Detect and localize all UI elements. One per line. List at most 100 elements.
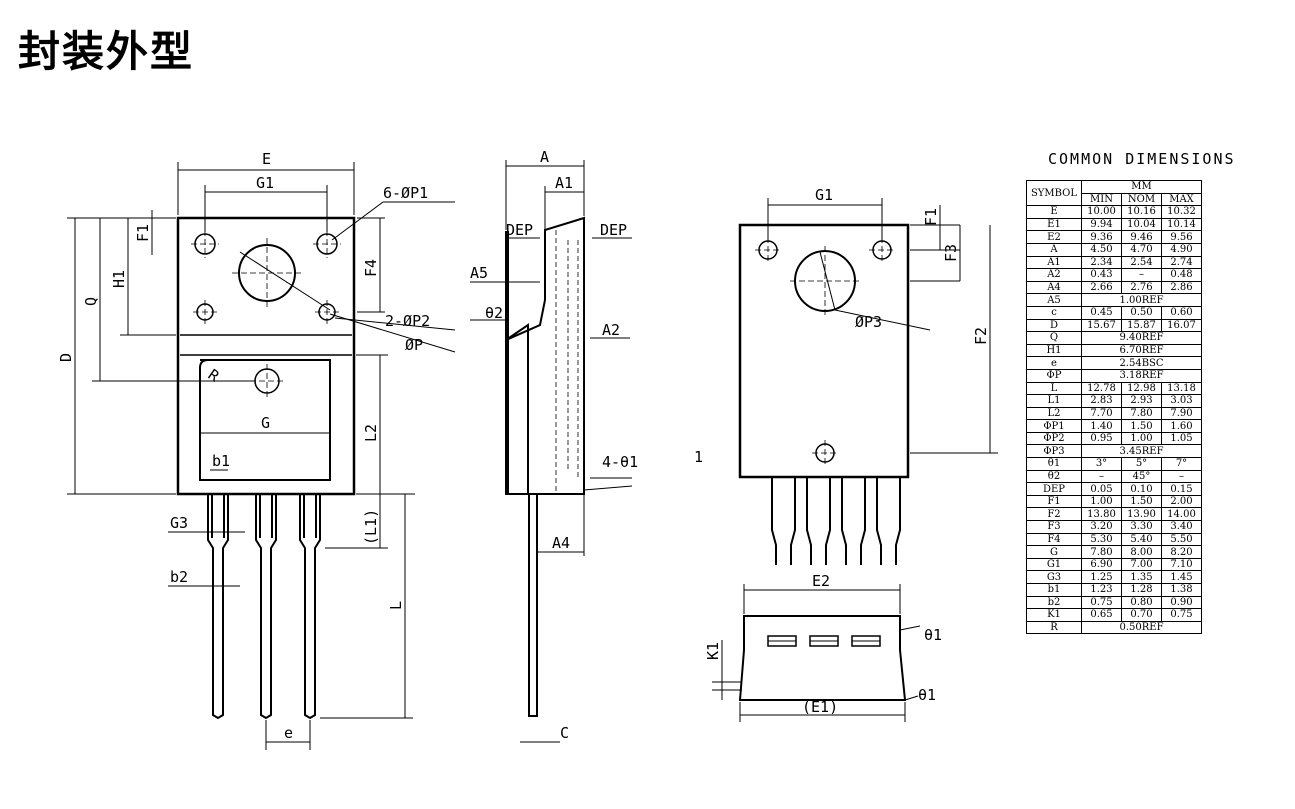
dim-label-D: D <box>57 353 75 362</box>
row-symbol: K1 <box>1026 608 1082 622</box>
dim-label-R: R <box>205 366 224 386</box>
row-symbol: F4 <box>1026 532 1082 547</box>
row-symbol: L1 <box>1026 394 1082 408</box>
row-max-value: 0.60 <box>1161 305 1202 320</box>
row-symbol: A <box>1026 242 1082 257</box>
row-max-value: 2.74 <box>1161 255 1202 270</box>
row-min-value: 0.45 <box>1081 305 1122 320</box>
front-view <box>67 162 456 750</box>
dim-label-L: L <box>387 601 405 610</box>
max-header: MAX <box>1161 192 1202 207</box>
dim-label-A1: A1 <box>555 174 573 192</box>
row-min-value: 0.05 <box>1081 482 1122 496</box>
row-min-value: 9.94 <box>1081 217 1122 232</box>
row-symbol: b2 <box>1026 595 1082 610</box>
row-nom-value: 2.76 <box>1121 280 1162 295</box>
row-nom-value: 10.04 <box>1121 217 1162 232</box>
row-max-value: 13.18 <box>1161 381 1202 396</box>
row-max-value: 3.03 <box>1161 394 1202 408</box>
dimensions-table-title: COMMON DIMENSIONS <box>1048 150 1236 168</box>
row-max-value: 16.07 <box>1161 318 1202 333</box>
dim-label-F1-back: F1 <box>922 208 940 226</box>
row-nom-value: 10.16 <box>1121 205 1162 219</box>
row-nom-value: 0.70 <box>1121 608 1162 622</box>
row-min-value: 1.25 <box>1081 570 1122 584</box>
dim-label-G3: G3 <box>170 514 188 532</box>
row-nom-value: 45° <box>1121 469 1162 484</box>
row-nom-value: – <box>1121 268 1162 282</box>
row-symbol: ΦP <box>1026 368 1082 383</box>
dim-label-F2: F2 <box>972 327 990 345</box>
row-min-value: 5.30 <box>1081 532 1122 547</box>
row-min-value: 0.95 <box>1081 431 1122 446</box>
row-max-value: 0.15 <box>1161 482 1202 496</box>
row-nom-value: 4.70 <box>1121 242 1162 257</box>
row-max-value: 1.38 <box>1161 583 1202 597</box>
row-symbol: G1 <box>1026 557 1082 572</box>
back-view <box>738 198 998 565</box>
row-symbol: F3 <box>1026 520 1082 534</box>
dim-label-F4: F4 <box>362 259 380 277</box>
row-max-value: 1.05 <box>1161 431 1202 446</box>
row-symbol: L2 <box>1026 406 1082 421</box>
row-symbol: R <box>1026 620 1082 635</box>
row-max-value: 7.10 <box>1161 557 1202 572</box>
row-min-value: 13.80 <box>1081 507 1122 522</box>
row-symbol: DEP <box>1026 482 1082 496</box>
dim-label-theta2: θ2 <box>485 304 503 322</box>
row-symbol: E1 <box>1026 217 1082 232</box>
row-max-value: 0.75 <box>1161 608 1202 622</box>
side-view <box>470 160 633 743</box>
dim-label-F1: F1 <box>134 224 152 242</box>
row-max-value: 10.32 <box>1161 205 1202 219</box>
min-header: MIN <box>1081 192 1122 207</box>
row-min-value: 1.40 <box>1081 419 1122 433</box>
row-nom-value: 7.80 <box>1121 406 1162 421</box>
row-min-value: 3.20 <box>1081 520 1122 534</box>
dim-label-P: ØP <box>405 336 423 354</box>
row-max-value: 4.90 <box>1161 242 1202 257</box>
dim-label-A5: A5 <box>470 264 488 282</box>
row-max-value: 8.20 <box>1161 545 1202 559</box>
dim-label-A2: A2 <box>602 321 620 339</box>
row-nom-value: 1.50 <box>1121 419 1162 433</box>
dim-label-theta1-bottom: θ1 <box>918 686 936 704</box>
row-min-value: 10.00 <box>1081 205 1122 219</box>
row-min-value: 0.65 <box>1081 608 1122 622</box>
row-nom-value: 13.90 <box>1121 507 1162 522</box>
dim-label-K1: K1 <box>704 642 722 660</box>
dim-label-theta1-top: θ1 <box>924 626 942 644</box>
row-ref-value: 0.50REF <box>1081 620 1202 635</box>
row-min-value: 7.70 <box>1081 406 1122 421</box>
dim-label-L1: (L1) <box>362 509 380 545</box>
row-max-value: 7° <box>1161 457 1202 471</box>
symbol-header: SYMBOL <box>1026 179 1082 207</box>
row-symbol: G <box>1026 545 1082 559</box>
dim-label-P2: 2-ØP2 <box>385 312 430 330</box>
row-min-value: 2.66 <box>1081 280 1122 295</box>
row-nom-value: 12.98 <box>1121 381 1162 396</box>
dim-label-P3: ØP3 <box>855 313 882 331</box>
row-min-value: 0.43 <box>1081 268 1122 282</box>
row-max-value: 2.00 <box>1161 494 1202 509</box>
row-symbol: ΦP3 <box>1026 444 1082 459</box>
dim-label-P1: 6-ØP1 <box>383 184 428 202</box>
